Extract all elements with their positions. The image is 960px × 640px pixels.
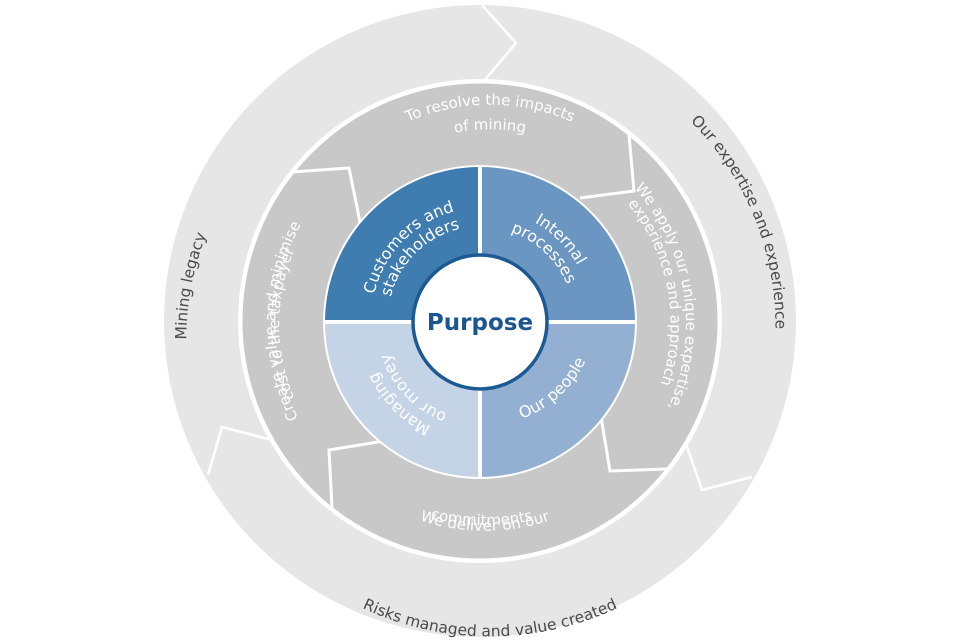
middle-boundary-top-left [291, 166, 362, 223]
middle-boundary-bottom-left [327, 439, 385, 509]
mid-label-resolve-line2: of mining [452, 115, 527, 136]
center-circle [411, 253, 549, 391]
outer-chevron-top [481, 4, 518, 82]
center-label: Purpose [427, 310, 533, 336]
outer-chevron-right [684, 443, 753, 492]
outer-chevron-left [206, 425, 273, 476]
mid-label-resolve-2: of mining [452, 115, 527, 136]
middle-boundary-bottom-right [599, 416, 668, 473]
middle-boundary-top-right [579, 134, 636, 200]
center-hub: Purpose [411, 253, 549, 391]
